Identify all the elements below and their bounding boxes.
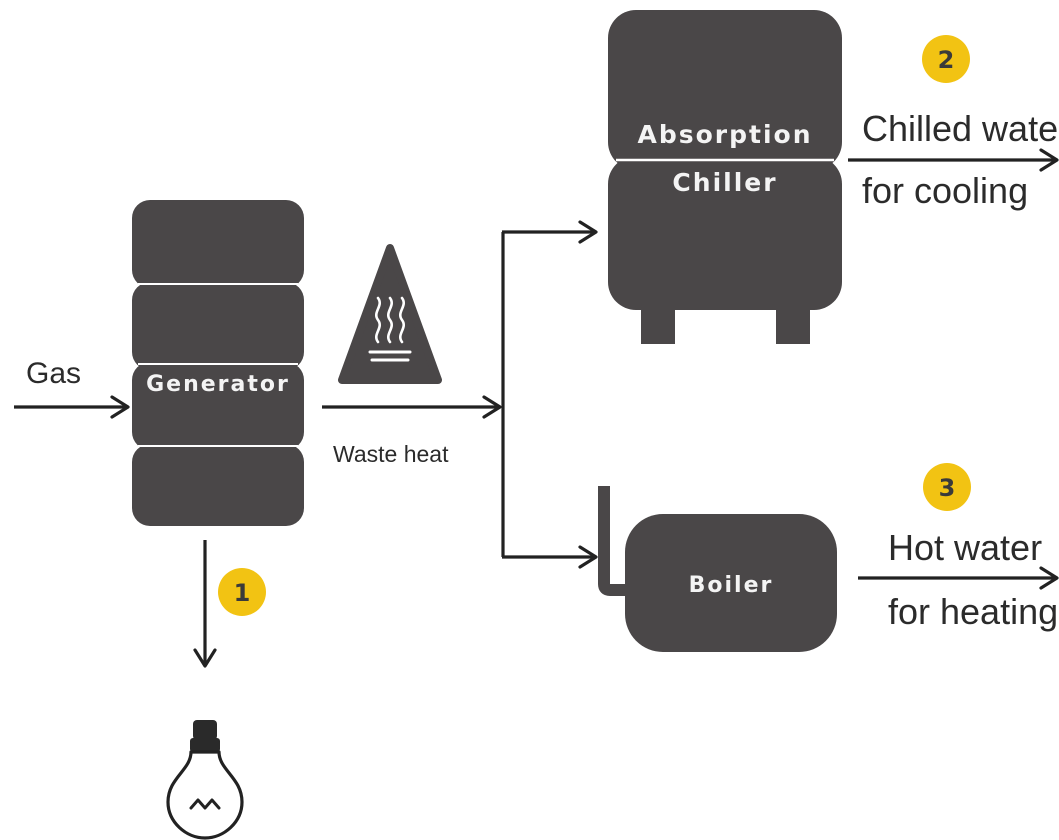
gas-label: Gas bbox=[26, 357, 81, 390]
boiler-block: Boiler bbox=[598, 486, 837, 652]
absorption-chiller-block: Absorption Chiller bbox=[608, 10, 842, 344]
chiller-label-line2: Chiller bbox=[672, 168, 777, 197]
generator-label: Generator bbox=[146, 372, 290, 397]
heat-warning-icon bbox=[338, 244, 442, 384]
light-bulb-icon bbox=[166, 720, 244, 840]
badge-3-text: 3 bbox=[939, 474, 956, 502]
chiller-label-line1: Absorption bbox=[637, 120, 812, 149]
hot-water-label-line2: for heating bbox=[888, 591, 1058, 632]
waste-heat-label: Waste heat bbox=[333, 441, 449, 467]
badge-2-text: 2 bbox=[938, 46, 955, 74]
chilled-water-label-line2: for cooling bbox=[862, 170, 1028, 211]
boiler-label: Boiler bbox=[689, 573, 774, 598]
generator-block: Generator bbox=[132, 200, 304, 526]
badge-electricity: 1 bbox=[218, 568, 266, 616]
hot-water-label-line1: Hot water bbox=[888, 527, 1042, 568]
badge-1-text: 1 bbox=[234, 579, 251, 607]
badge-heating: 3 bbox=[923, 463, 971, 511]
chilled-water-label-line1: Chilled water bbox=[862, 108, 1059, 149]
badge-cooling: 2 bbox=[922, 35, 970, 83]
